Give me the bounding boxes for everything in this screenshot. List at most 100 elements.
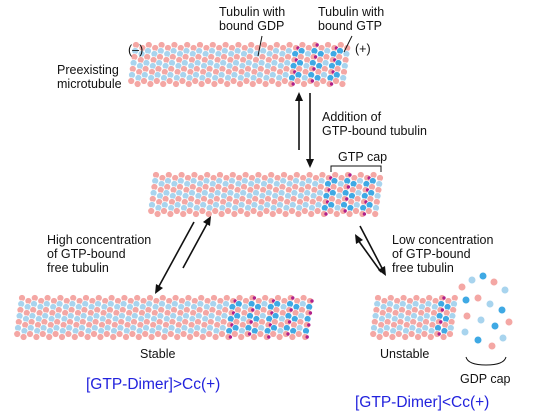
tubulin-gdp-bead bbox=[267, 171, 275, 179]
tubulin-gdp-bead bbox=[221, 306, 229, 314]
tubulin-gdp-bead bbox=[165, 171, 173, 179]
tubulin-gdp-bead bbox=[399, 294, 408, 302]
tubulin-gdp-bead bbox=[119, 300, 128, 308]
tubulin-gtp-bead bbox=[326, 207, 335, 215]
tubulin-gdp-bead bbox=[27, 318, 36, 326]
tubulin-gdp-bead bbox=[149, 195, 157, 203]
tubulin-gtp-bead bbox=[321, 65, 329, 73]
gtp-marker bbox=[251, 308, 255, 312]
tubulin-gdp-bead bbox=[225, 201, 233, 209]
tubulin-gtp-bead bbox=[231, 324, 240, 332]
tubulin-gdp-bead bbox=[191, 77, 199, 85]
gtp-marker bbox=[249, 320, 253, 324]
tubulin-gdp-bead bbox=[145, 300, 153, 308]
tubulin-gtp-bead bbox=[437, 300, 445, 308]
tubulin-gdp-bead bbox=[375, 333, 384, 341]
tubulin-gtp-bead bbox=[446, 330, 454, 338]
gtp-marker bbox=[362, 212, 367, 216]
tubulin-gdp-bead bbox=[91, 318, 100, 326]
tubulin-gdp-bead bbox=[68, 300, 77, 308]
gtp-marker bbox=[345, 197, 349, 201]
frayed-tubulin-bead bbox=[457, 282, 467, 292]
tubulin-gdp-bead bbox=[284, 53, 292, 61]
tubulin-gtp-bead bbox=[328, 195, 336, 203]
tubulin-gdp-bead bbox=[401, 333, 409, 341]
tubulin-gtp-bead bbox=[320, 71, 328, 79]
tubulin-gdp-bead bbox=[271, 53, 279, 61]
tubulin-gdp-bead bbox=[425, 294, 433, 302]
tubulin-gtp-bead bbox=[365, 201, 374, 209]
tubulin-gdp-bead bbox=[197, 294, 205, 302]
tubulin-gdp-bead bbox=[410, 312, 418, 320]
tubulin-gdp-bead bbox=[241, 171, 250, 179]
tubulin-gdp-bead bbox=[170, 41, 179, 49]
tubulin-gdp-bead bbox=[127, 77, 135, 85]
tubulin-gtp-bead bbox=[434, 324, 442, 332]
tubulin-gdp-bead bbox=[107, 300, 115, 308]
arrowhead-to-unstable bbox=[378, 266, 386, 276]
tubulin-gtp-bead bbox=[296, 318, 305, 326]
frayed-tubulin-bead bbox=[473, 293, 483, 303]
tubulin-gdp-bead bbox=[256, 71, 264, 79]
tubulin-gdp-bead bbox=[212, 201, 220, 209]
tubulin-gdp-bead bbox=[143, 53, 151, 61]
tubulin-gdp-bead bbox=[41, 312, 49, 320]
tubulin-gdp-bead bbox=[229, 171, 237, 179]
tubulin-gdp-bead bbox=[409, 318, 417, 326]
tubulin-gdp-bead bbox=[198, 207, 207, 215]
tubulin-gtp-bead bbox=[337, 41, 345, 49]
tubulin-gdp-bead bbox=[193, 324, 201, 332]
tubulin-gtp-bead bbox=[332, 77, 340, 85]
tubulin-gdp-bead bbox=[13, 330, 21, 338]
tubulin-gdp-bead bbox=[170, 306, 178, 314]
tubulin-gtp-bead bbox=[319, 77, 327, 85]
tubulin-gdp-bead bbox=[274, 80, 283, 88]
tubulin-gtp-bead bbox=[258, 318, 266, 326]
tubulin-gdp-bead bbox=[226, 189, 235, 197]
tubulin-gdp-bead bbox=[160, 207, 168, 215]
tubulin-gdp-bead bbox=[173, 201, 182, 209]
arrowhead-up bbox=[295, 92, 303, 101]
tubulin-gdp-bead bbox=[135, 333, 143, 341]
tubulin-gdp-bead bbox=[144, 306, 153, 314]
tubulin-gdp-bead bbox=[130, 318, 138, 326]
gtp-marker bbox=[305, 335, 309, 339]
tubulin-gdp-bead bbox=[29, 306, 37, 314]
tubulin-gdp-bead bbox=[133, 294, 141, 302]
frayed-tubulin-bead bbox=[497, 305, 507, 315]
tubulin-gdp-bead bbox=[106, 306, 114, 314]
tubulin-gdp-bead bbox=[65, 324, 73, 332]
tubulin-gtp-bead bbox=[272, 306, 281, 314]
gtp-marker bbox=[315, 43, 319, 47]
tubulin-gdp-bead bbox=[154, 330, 162, 338]
tubulin-gdp-bead bbox=[305, 171, 314, 179]
tubulin-gdp-bead bbox=[178, 77, 187, 85]
tubulin-gdp-bead bbox=[90, 330, 98, 338]
label-stable: Stable bbox=[140, 347, 176, 361]
gtp-marker bbox=[310, 299, 314, 303]
gtp-marker bbox=[308, 311, 313, 315]
tubulin-gtp-bead bbox=[305, 303, 313, 311]
tubulin-gdp-bead bbox=[181, 318, 189, 326]
tubulin-gdp-bead bbox=[39, 330, 47, 338]
tubulin-gdp-bead bbox=[55, 300, 64, 308]
tubulin-gdp-bead bbox=[370, 324, 378, 332]
tubulin-gdp-bead bbox=[175, 189, 183, 197]
tubulin-gdp-bead bbox=[291, 183, 299, 191]
tubulin-gtp-bead bbox=[295, 330, 303, 338]
tubulin-gdp-bead bbox=[422, 318, 430, 326]
tubulin-gdp-bead bbox=[128, 330, 137, 338]
tubulin-gdp-bead bbox=[169, 312, 177, 320]
tubulin-gdp-bead bbox=[45, 333, 53, 341]
tubulin-gdp-bead bbox=[205, 71, 213, 79]
tubulin-gdp-bead bbox=[146, 294, 154, 302]
tubulin-gdp-bead bbox=[398, 306, 406, 314]
tubulin-gdp-bead bbox=[147, 333, 156, 341]
tubulin-gtp-bead bbox=[247, 300, 256, 308]
tubulin-gdp-bead bbox=[185, 207, 194, 215]
tubulin-gdp-bead bbox=[192, 330, 201, 338]
tubulin-gdp-bead bbox=[155, 318, 164, 326]
tubulin-gtp-bead bbox=[373, 192, 382, 200]
tubulin-gtp-bead bbox=[372, 204, 380, 212]
tubulin-gtp-bead bbox=[336, 47, 344, 55]
